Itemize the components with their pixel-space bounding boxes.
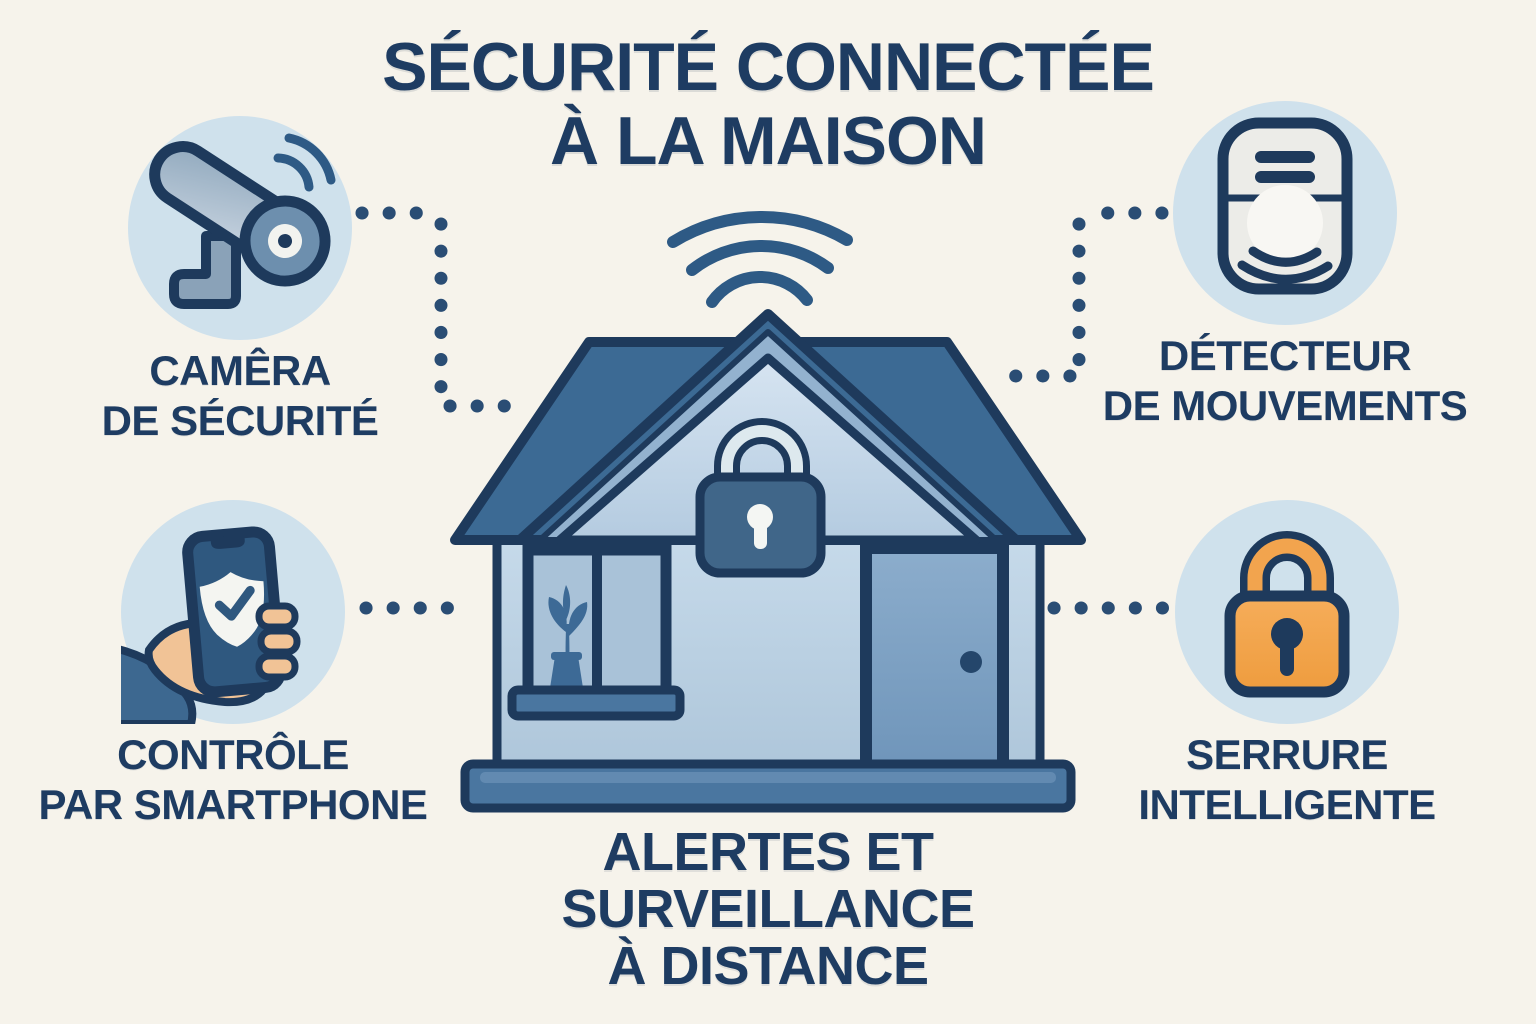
fingers <box>255 602 301 681</box>
house-base <box>460 759 1076 813</box>
keyhole <box>747 504 773 549</box>
page-title: SÉCURITÉ CONNECTÉE À LA MAISON <box>0 30 1536 178</box>
smartphone-label-line-2: PAR SMARTPHONE <box>38 781 428 828</box>
house-window <box>522 544 672 698</box>
footer-line-2: SURVEILLANCE <box>561 879 975 939</box>
smartphone-label-line-1: CONTRÔLE <box>117 731 349 778</box>
title-line-1: SÉCURITÉ CONNECTÉE <box>382 29 1155 105</box>
door-knob <box>960 651 982 673</box>
smart-lock-icon <box>1224 531 1350 698</box>
connector-lines <box>355 206 1171 615</box>
camera-connector-dotted-line <box>355 206 525 413</box>
smart-lock-label-line-2: INTELLIGENTE <box>1138 781 1436 828</box>
feature-smartphone-control: CONTRÔLE PAR SMARTPHONE <box>3 500 463 830</box>
camera-label-line-2: DE SÉCURITÉ <box>101 397 379 444</box>
camera-icon-circle <box>128 116 352 340</box>
footer-line-3: À DISTANCE <box>607 936 929 996</box>
motion-detector-icon <box>1217 117 1353 295</box>
security-camera-icon <box>149 133 336 309</box>
smart-lock-label-line-1: SERRURE <box>1186 731 1388 778</box>
footer-line-1: ALERTES ET <box>602 822 934 882</box>
detector-sensor-dome <box>1247 185 1323 261</box>
feature-smart-lock: SERRURE INTELLIGENTE <box>1057 500 1517 830</box>
smart-lock-icon-circle <box>1175 500 1399 724</box>
smart-lock-label: SERRURE INTELLIGENTE <box>1138 730 1436 830</box>
motion-detector-connector-dotted-line <box>995 206 1169 383</box>
lock-keyhole <box>1271 618 1303 676</box>
camera-mount-bracket <box>169 231 241 309</box>
smartphone-label: CONTRÔLE PAR SMARTPHONE <box>39 730 428 830</box>
footer-caption: ALERTES ET SURVEILLANCE À DISTANCE <box>0 824 1536 995</box>
motion-detector-label-line-1: DÉTECTEUR <box>1158 332 1412 379</box>
feature-camera: CAMÊRA DE SÉCURITÉ <box>10 116 470 446</box>
potted-plant-icon <box>548 585 588 688</box>
motion-detector-icon-circle <box>1173 101 1397 325</box>
title-line-2: À LA MAISON <box>549 103 987 179</box>
motion-detector-label: DÉTECTEUR DE MOUVEMENTS <box>1103 331 1468 431</box>
padlock-icon <box>695 418 826 578</box>
smartphone-icon-circle <box>121 500 345 724</box>
detector-waves <box>1237 246 1333 284</box>
window-sill <box>507 685 685 721</box>
house-door <box>860 542 1009 774</box>
smartphone-control-icon <box>121 526 301 724</box>
camera-label-line-1: CAMÊRA <box>149 347 331 394</box>
feature-motion-detector: DÉTECTEUR DE MOUVEMENTS <box>1055 101 1515 431</box>
checkmark <box>214 585 255 621</box>
wifi-signal-icon <box>667 211 853 308</box>
camera-label: CAMÊRA DE SÉCURITÉ <box>102 346 379 446</box>
motion-detector-label-line-2: DE MOUVEMENTS <box>1102 382 1468 429</box>
camera-signal-waves <box>273 133 336 192</box>
smart-home-icon <box>450 211 1086 813</box>
